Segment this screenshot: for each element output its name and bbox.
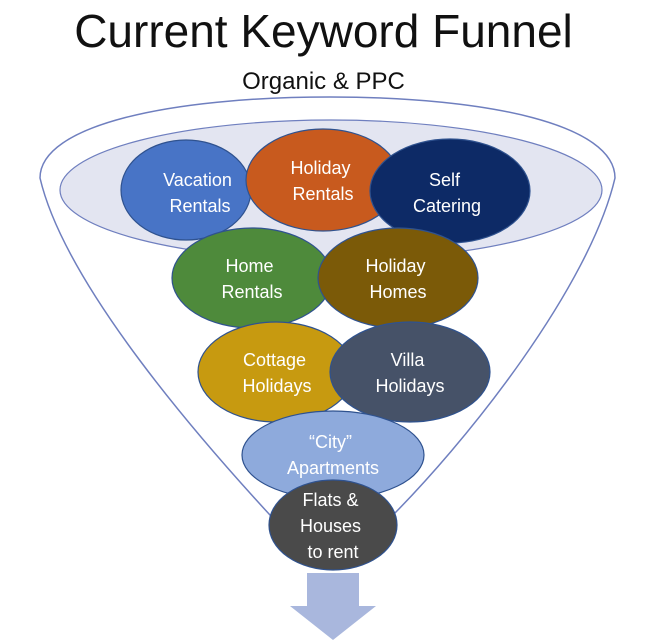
page-subtitle: Organic & PPC: [242, 68, 405, 95]
svg-text:Cottage Holidays: Cottage Holidays: [242, 350, 311, 396]
page-title: Current Keyword Funnel: [74, 5, 573, 57]
keyword-bubble-self-catering: Self Catering: [369, 138, 531, 244]
svg-text:Home Rentals: Home Rentals: [221, 256, 282, 302]
keyword-bubble-flats-houses-rent: Flats & Houses to rent: [268, 479, 398, 571]
svg-text:Holiday Homes: Holiday Homes: [365, 256, 430, 302]
keyword-bubble-holiday-homes: Holiday Homes: [317, 227, 479, 329]
svg-text:Vacation Rentals: Vacation Rentals: [163, 170, 237, 216]
bubble-label-line: Cottage: [243, 350, 306, 370]
bubble-label-line: Holiday: [365, 256, 425, 276]
bubble-label-line: Self: [429, 170, 461, 190]
keyword-bubble-holiday-rentals: Holiday Rentals: [245, 128, 401, 232]
bubble-label-line: Flats &: [302, 490, 358, 510]
bubble-label-line: Houses: [300, 516, 361, 536]
bubble-label-line: Rentals: [221, 282, 282, 302]
bubble-label-line: “City”: [309, 432, 352, 452]
keyword-bubble-cottage-holidays: Cottage Holidays: [197, 321, 355, 423]
keyword-bubble-vacation-rentals: Vacation Rentals: [120, 139, 252, 241]
svg-text:Self Catering: Self Catering: [413, 170, 481, 216]
keyword-bubble-home-rentals: Home Rentals: [171, 227, 333, 329]
bubble-label-line: Rentals: [169, 196, 230, 216]
svg-text:Villa Holidays: Villa Holidays: [375, 350, 444, 396]
keyword-bubble-villa-holidays: Villa Holidays: [329, 321, 491, 423]
bubble-label-line: Rentals: [292, 184, 353, 204]
bubble-label-line: Holiday: [290, 158, 350, 178]
bubble-label-line: Villa: [391, 350, 426, 370]
bubble-label-line: Homes: [369, 282, 426, 302]
bubble-label-line: Holidays: [242, 376, 311, 396]
bubble-label-line: Vacation: [163, 170, 232, 190]
svg-text:Holiday Rentals: Holiday Rentals: [290, 158, 355, 204]
bubble-label-line: Catering: [413, 196, 481, 216]
down-arrow-icon: [290, 573, 376, 640]
keyword-bubble-city-apartments: “City” Apartments: [241, 410, 425, 500]
bubble-label-line: Home: [225, 256, 273, 276]
svg-text:Flats & Houses to: Flats & Houses to rent: [300, 490, 366, 562]
svg-text:“City” Apartments: “City” Apartments: [287, 432, 379, 478]
bubble-label-line: Holidays: [375, 376, 444, 396]
bubble-label-line: Apartments: [287, 458, 379, 478]
bubble-label-line: to rent: [307, 542, 358, 562]
